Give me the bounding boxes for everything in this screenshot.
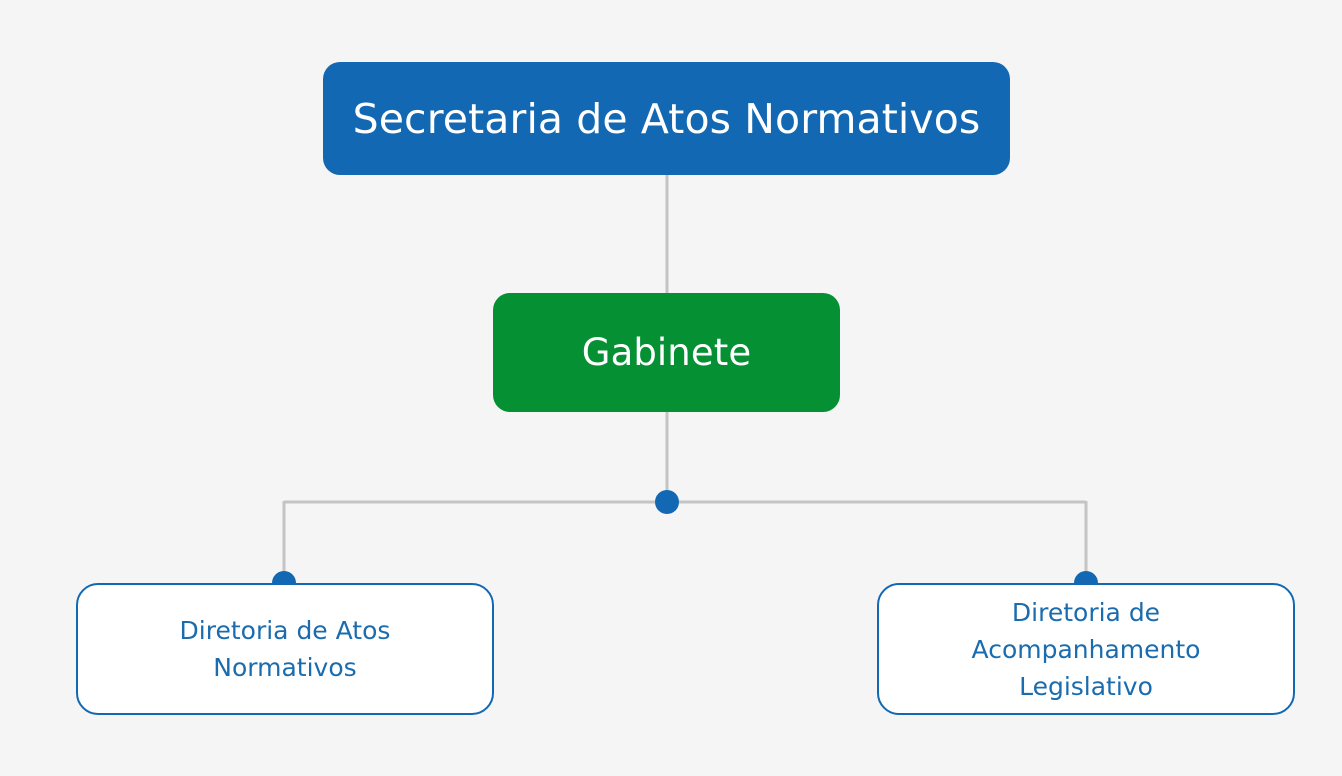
node-secretaria-de-atos-normativos[interactable]: Secretaria de Atos Normativos xyxy=(323,62,1010,175)
node-leaf-left-label: Diretoria de Atos Normativos xyxy=(179,616,391,682)
node-diretoria-de-atos-normativos[interactable]: Diretoria de Atos Normativos xyxy=(76,583,494,715)
node-diretoria-de-acompanhamento-legislativo[interactable]: Diretoria de Acompanhamento Legislativo xyxy=(877,583,1295,715)
node-root-label: Secretaria de Atos Normativos xyxy=(352,94,981,143)
node-cabinet-label: Gabinete xyxy=(581,330,752,374)
node-leaf-right-label: Diretoria de Acompanhamento Legislativo xyxy=(971,597,1201,701)
junction-dot-hub xyxy=(655,490,679,514)
node-gabinete[interactable]: Gabinete xyxy=(493,293,840,412)
